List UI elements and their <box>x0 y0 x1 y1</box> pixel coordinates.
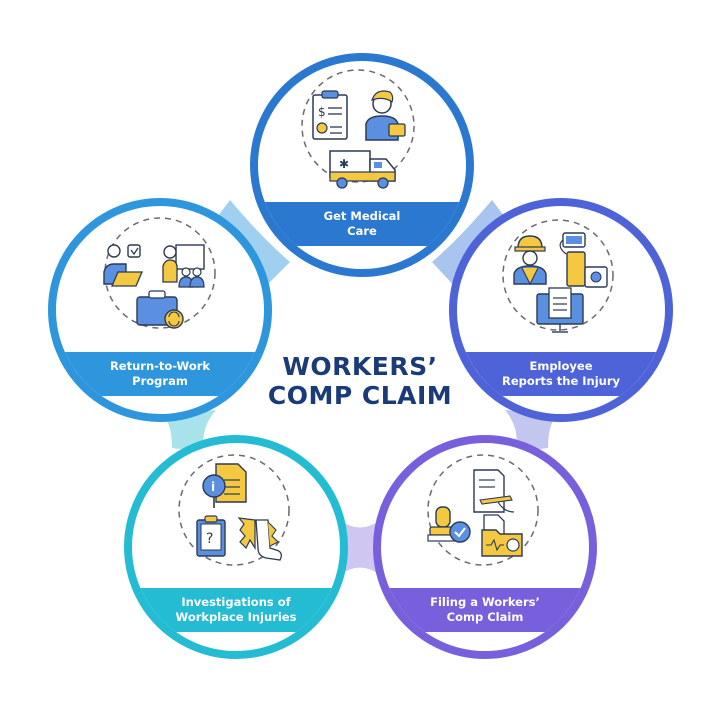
medical-bill-clipboard-icon: $ <box>312 90 348 140</box>
title-line-1: WORKERS’ <box>282 352 438 381</box>
connector-bottom <box>340 520 380 575</box>
document-signing-icon <box>473 469 515 513</box>
label-line: Get Medical <box>323 209 401 223</box>
label-line: Investigations of <box>181 595 291 609</box>
first-aid-kit-icon <box>584 266 608 288</box>
svg-text:?: ? <box>206 531 213 547</box>
svg-text:$: $ <box>318 105 326 119</box>
training-presentation-icon <box>162 244 205 288</box>
briefcase-cycle-icon <box>136 290 184 329</box>
label-line: Employee <box>529 359 593 373</box>
worker-hardhat-icon <box>513 235 547 286</box>
step-label-employee-reports-injury: Employee Reports the Injury <box>453 353 669 395</box>
step-label-investigations: Investigations of Workplace Injuries <box>128 589 344 631</box>
checklist-laptop-icon <box>103 244 143 287</box>
employee-with-briefcase-icon <box>365 90 406 141</box>
info-document-icon: i <box>202 463 247 508</box>
svg-text:✱: ✱ <box>339 157 349 171</box>
label-line: Program <box>132 374 188 388</box>
label-line: Care <box>347 224 377 238</box>
step-label-return-to-work: Return-to-Work Program <box>52 353 268 395</box>
ambulance-icon: ✱ <box>329 150 396 189</box>
step-get-medical-care: $ ✱ <box>250 53 474 277</box>
step-return-to-work <box>48 198 272 422</box>
injured-leg-icon <box>237 517 282 561</box>
approval-stamp-icon <box>427 506 471 543</box>
label-line: Workplace Injuries <box>175 610 297 624</box>
label-line: Filing a Workers’ <box>430 595 540 609</box>
label-line: Return-to-Work <box>109 359 211 373</box>
diagram-title: WORKERS’ COMP CLAIM <box>250 352 470 410</box>
step-employee-reports-injury <box>449 198 673 422</box>
label-line: Reports the Injury <box>501 374 621 388</box>
step-label-get-medical-care: Get Medical Care <box>254 203 470 245</box>
label-line: Comp Claim <box>446 610 524 624</box>
medical-folder-icon <box>481 514 523 557</box>
step-filing-comp-claim <box>373 435 597 659</box>
step-label-filing-comp-claim: Filing a Workers’ Comp Claim <box>377 589 593 631</box>
step-investigations: i ? <box>124 435 348 659</box>
iv-drip-machine-icon <box>559 232 586 287</box>
question-clipboard-icon: ? <box>196 515 226 557</box>
svg-text:i: i <box>211 480 215 494</box>
title-line-2: COMP CLAIM <box>267 381 453 410</box>
computer-document-icon <box>536 287 584 333</box>
